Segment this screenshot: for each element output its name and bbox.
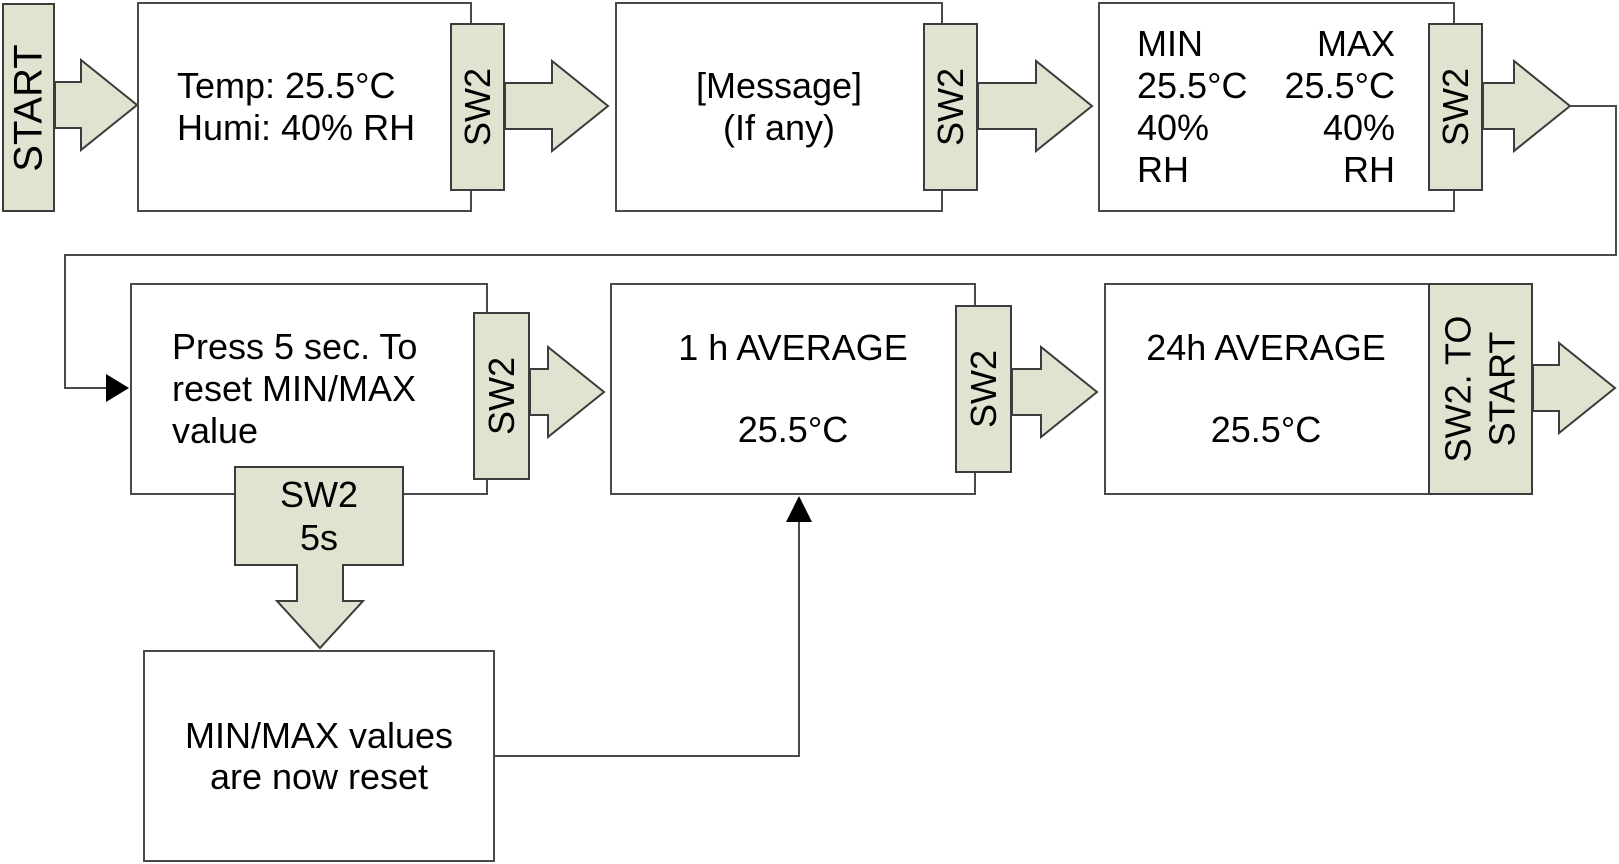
screen-minmax: MIN MAX 25.5°C 25.5°C 40% RH 40% RH: [1098, 2, 1455, 212]
max-temp: 25.5°C: [1284, 65, 1395, 106]
reset-return-arrowhead: [786, 496, 812, 522]
average-1h-title: 1 h AVERAGE: [678, 327, 908, 368]
arrow-resetprompt-to-1h: [529, 344, 606, 440]
sw2-button-tab-2: SW2: [923, 23, 978, 191]
max-header: MAX: [1316, 23, 1395, 64]
arrow-readings-to-message: [504, 58, 610, 154]
min-temp: 25.5°C: [1137, 65, 1248, 106]
screen-current-readings: Temp: 25.5°C Humi: 40% RH: [137, 2, 472, 212]
message-condition: (If any): [722, 107, 836, 148]
reset-prompt-line1: Press 5 sec. To: [172, 326, 418, 367]
arrow-message-to-minmax: [977, 58, 1094, 154]
arrow-24h-to-start: [1532, 340, 1617, 436]
screen-1h-average: 1 h AVERAGE 25.5°C: [610, 283, 976, 495]
reset-done-line2: are now reset: [209, 756, 429, 797]
message-line: [Message]: [695, 65, 863, 106]
sw2-button-tab-3: SW2: [1428, 23, 1483, 191]
screen-reset-prompt: Press 5 sec. To reset MIN/MAX value: [130, 283, 488, 495]
wraparound-arrowhead: [106, 374, 129, 402]
screen-message: [Message] (If any): [615, 2, 943, 212]
sw2-button-tab-5: SW2: [955, 305, 1012, 473]
humidity-reading: Humi: 40% RH: [177, 107, 416, 148]
sw2-to-start-tab: SW2. TO START: [1428, 283, 1533, 495]
sw2-to-start-label: SW2. TO START: [1437, 316, 1525, 463]
sw2-label-5: SW2: [962, 349, 1004, 429]
arrow-minmax-to-wrap: [1482, 58, 1572, 154]
min-header: MIN: [1137, 23, 1203, 64]
arrow-1h-to-24h: [1011, 344, 1099, 440]
average-24h-value: 25.5°C: [1210, 409, 1322, 450]
average-24h-title: 24h AVERAGE: [1146, 327, 1386, 368]
reset-return-connector: [495, 521, 800, 757]
start-tab: START: [2, 3, 55, 212]
hold-tab-label: SW2 5s: [235, 467, 403, 565]
sw2-label-2: SW2: [929, 67, 971, 147]
reset-prompt-line3: value: [172, 410, 259, 451]
temp-reading: Temp: 25.5°C: [177, 65, 396, 106]
sw2-label-3: SW2: [1434, 67, 1476, 147]
sw2-label-1: SW2: [456, 67, 498, 147]
hold-tab-line2: 5s: [299, 517, 339, 558]
sw2-to-start-line1: SW2. TO: [1437, 315, 1479, 463]
hold-tab-line1: SW2: [279, 474, 358, 515]
sw2-button-tab-4: SW2: [473, 312, 530, 480]
reset-done-line1: MIN/MAX values: [184, 715, 454, 756]
sw2-label-4: SW2: [480, 356, 522, 436]
screen-reset-done: MIN/MAX values are now reset: [143, 650, 495, 862]
sw2-to-start-line2: START: [1481, 331, 1523, 447]
reset-prompt-line2: reset MIN/MAX: [172, 368, 417, 409]
sw2-button-tab-1: SW2: [450, 23, 505, 191]
arrow-start-to-readings: [54, 57, 139, 153]
start-label: START: [6, 43, 51, 172]
min-humidity: 40% RH: [1137, 107, 1210, 190]
max-humidity: 40% RH: [1322, 107, 1395, 190]
average-1h-value: 25.5°C: [737, 409, 849, 450]
